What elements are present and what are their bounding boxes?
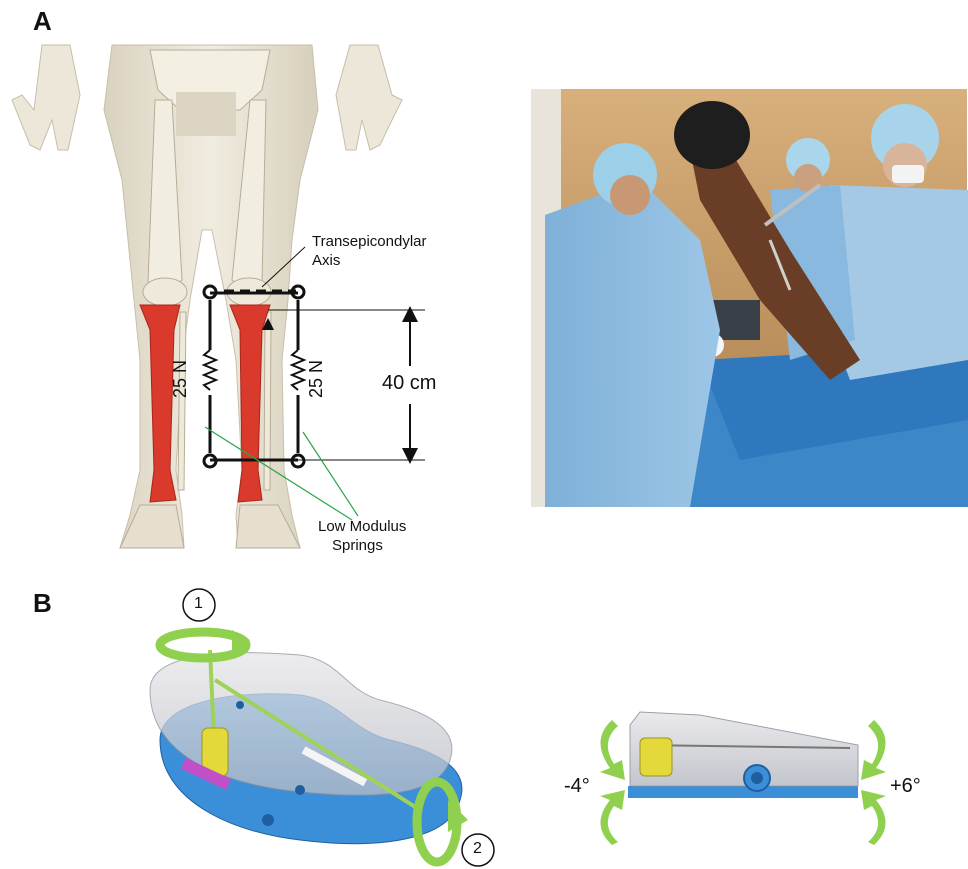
angle-left-label: -4° (564, 775, 590, 798)
angle-right-label: +6° (890, 775, 921, 798)
springs-label-line1: Low Modulus (318, 518, 406, 535)
left-knee (143, 278, 187, 306)
springs-label-line2: Springs (332, 537, 383, 554)
left-foot (120, 505, 184, 548)
distance-label: 40 cm (380, 372, 438, 395)
censor-box (176, 92, 236, 136)
left-spring (204, 350, 216, 390)
side-coil (640, 738, 672, 776)
right-spring (292, 350, 304, 390)
step-2-label: 2 (473, 840, 482, 858)
step-1-label: 1 (194, 595, 203, 613)
right-hand (336, 45, 402, 150)
insole-device-side (628, 712, 858, 798)
side-base (628, 786, 858, 798)
left-hand (12, 45, 80, 150)
axis-label-line2: Axis (312, 252, 340, 269)
spring-right-label: 25 N (306, 360, 327, 398)
spring-left-label: 25 N (170, 360, 191, 398)
rotation-arrow-1 (160, 630, 250, 658)
axis-label-line1: Transepicondylar (312, 233, 427, 250)
surgical-photo (531, 89, 968, 507)
